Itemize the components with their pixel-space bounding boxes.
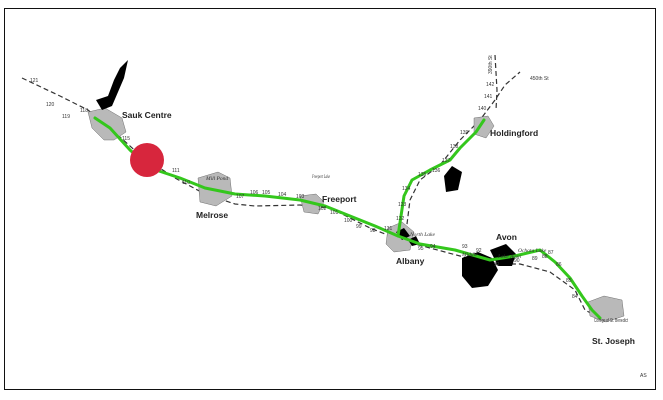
- town-label-freeport: Freeport: [322, 194, 357, 204]
- mile-marker: 118: [80, 108, 88, 114]
- road-label-390th: 390th St: [488, 55, 494, 74]
- mile-marker: 89: [532, 256, 538, 262]
- mile-marker: 99: [356, 224, 362, 230]
- town-label-avon: Avon: [496, 232, 517, 242]
- mile-marker: 91: [494, 262, 500, 268]
- mile-marker: 100: [344, 218, 353, 224]
- mile-marker: 135: [418, 172, 427, 178]
- mile-marker: 141: [484, 94, 493, 100]
- mile-marker: 137: [442, 158, 451, 164]
- mile-marker: 132: [396, 216, 405, 222]
- college-label: College of St. Benedict: [594, 318, 628, 324]
- mile-marker: 131: [384, 226, 393, 232]
- mile-marker: 138: [450, 144, 459, 150]
- lake-label-freeport-lake: Freeport Lake: [311, 174, 330, 180]
- mile-marker: 102: [318, 206, 327, 212]
- mile-marker: 133: [398, 202, 407, 208]
- lake-label-lake-avon: Lake Avon: [497, 254, 521, 260]
- mile-marker: 84: [572, 294, 578, 300]
- mile-marker: 87: [548, 250, 554, 256]
- mile-markers: 121 120 119 118 115 111 110 107 106 105 …: [30, 78, 578, 300]
- mile-marker: 119: [62, 114, 70, 120]
- mile-marker: 142: [486, 82, 495, 88]
- mile-marker: 92: [476, 248, 482, 254]
- mile-marker: 86: [556, 262, 562, 268]
- mile-marker: 121: [30, 78, 39, 84]
- mile-marker: 110: [182, 180, 190, 186]
- mile-marker: 115: [122, 136, 130, 142]
- town-label-holdingford: Holdingford: [490, 128, 538, 138]
- mile-marker: 85: [566, 278, 572, 284]
- highlight-circle: [130, 143, 164, 177]
- mile-marker: 94: [430, 244, 436, 250]
- town-label-sauk-centre: Sauk Centre: [122, 110, 172, 120]
- road-label-450th: 450th St: [530, 76, 549, 82]
- lake-label-ochota: Ochota Lake: [518, 248, 547, 254]
- mile-marker: 120: [46, 102, 55, 108]
- mile-marker: 136: [432, 168, 441, 174]
- town-label-melrose: Melrose: [196, 210, 228, 220]
- mile-marker: 105: [262, 190, 271, 196]
- mile-marker: 95: [418, 246, 424, 252]
- middle-lake-shape: [490, 244, 516, 266]
- mile-marker: 90: [514, 258, 520, 264]
- lakes: [96, 60, 516, 288]
- town-areas: [87, 107, 625, 323]
- holdingford-lake-shape: [444, 166, 462, 192]
- mile-marker: 111: [172, 168, 180, 174]
- mile-marker: 98: [370, 228, 376, 234]
- holdingford-area: [473, 115, 495, 139]
- mile-marker: 107: [236, 194, 245, 200]
- mile-marker: 134: [402, 186, 411, 192]
- mile-marker: 106: [250, 190, 259, 196]
- mile-marker: 88: [542, 254, 548, 260]
- lake-label-middle: Middle: [461, 252, 478, 258]
- map-frame: [4, 8, 656, 390]
- mile-marker: 101: [330, 210, 339, 216]
- mile-marker: 103: [296, 194, 305, 200]
- trail-line: [93, 116, 602, 320]
- sauk-centre-area: [87, 107, 127, 141]
- mile-marker: 139: [460, 130, 469, 136]
- lake-label-north-lake: North Lake: [409, 232, 435, 238]
- sauk-lake: [96, 60, 128, 110]
- mile-marker: 140: [478, 106, 487, 112]
- mile-marker: 104: [278, 192, 287, 198]
- mile-marker: 93: [462, 244, 468, 250]
- town-label-st-joseph: St. Joseph: [592, 336, 635, 346]
- lake-label-mill-pond: Mill Pond: [205, 176, 228, 182]
- corner-note: AS: [640, 373, 647, 379]
- town-label-albany: Albany: [396, 256, 425, 266]
